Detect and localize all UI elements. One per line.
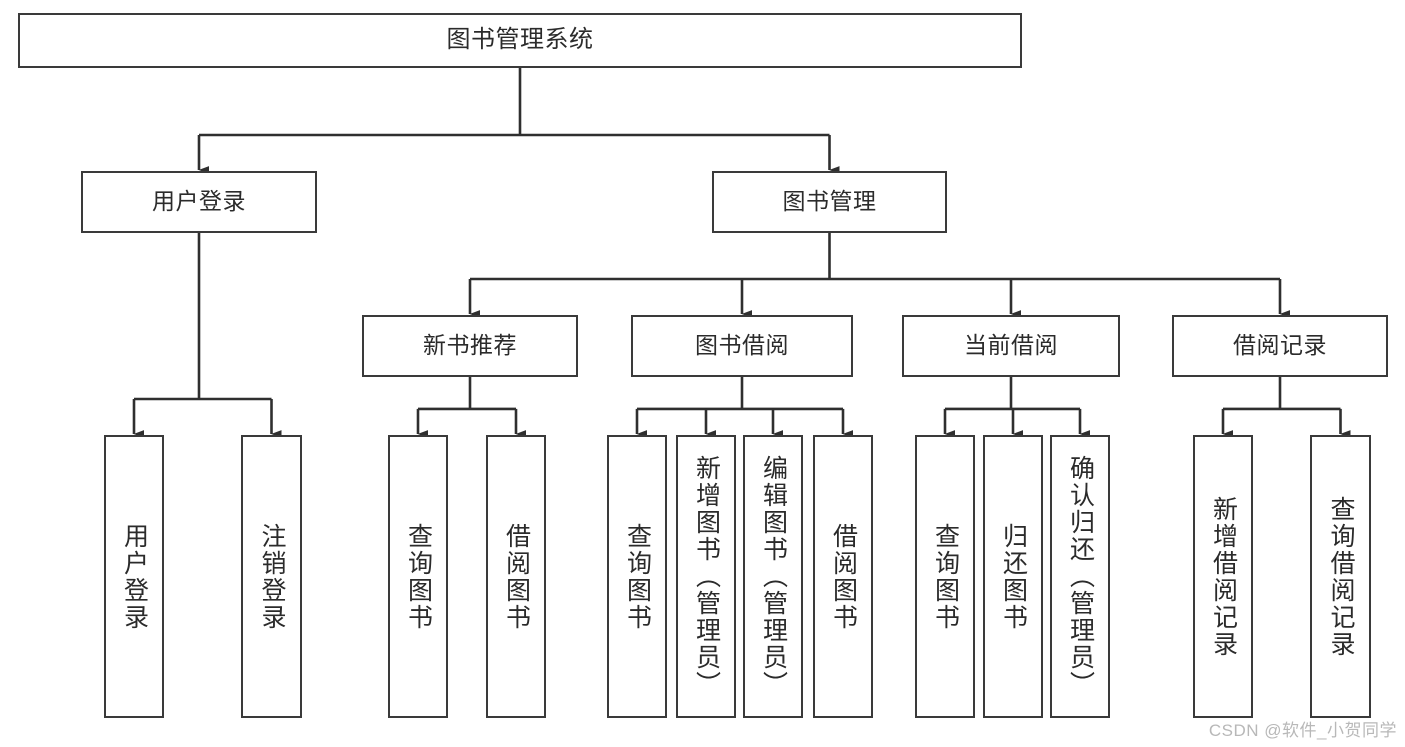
watermark-text: CSDN @软件_小贺同学 [1208,721,1397,740]
node-label: 借阅图书 [502,522,531,631]
node-label: 新增借阅记录 [1209,495,1238,658]
leaf-node-leaf-edit-book[interactable]: 编辑图书（管理员） [743,435,803,718]
node-label: 新增图书（管理员） [692,455,721,698]
node-label: 用户登录 [120,522,149,631]
node-label: 新书推荐 [423,332,517,359]
node-label: 图书管理系统 [446,26,594,54]
node-label: 借阅图书 [829,522,858,631]
leaf-node-leaf-borrow-book-2[interactable]: 借阅图书 [813,435,873,718]
node-label: 用户登录 [152,188,246,215]
leaf-node-leaf-confirm-return[interactable]: 确认归还（管理员） [1050,435,1110,718]
branch-node-current-borrow[interactable]: 当前借阅 [902,315,1120,377]
node-label: 查询图书 [404,522,433,631]
node-label: 查询图书 [623,522,652,631]
node-label: 借阅记录 [1233,332,1327,359]
leaf-node-leaf-add-record[interactable]: 新增借阅记录 [1193,435,1253,718]
leaf-node-leaf-borrow-book-1[interactable]: 借阅图书 [486,435,546,718]
leaf-node-leaf-query-book-1[interactable]: 查询图书 [388,435,448,718]
node-label: 图书管理 [782,188,877,215]
leaf-node-leaf-query-book-2[interactable]: 查询图书 [607,435,667,718]
node-label: 当前借阅 [964,332,1058,359]
leaf-node-leaf-add-book[interactable]: 新增图书（管理员） [676,435,736,718]
node-label: 编辑图书（管理员） [759,455,788,698]
leaf-node-leaf-user-login[interactable]: 用户登录 [104,435,164,718]
leaf-node-leaf-logout[interactable]: 注销登录 [241,435,302,718]
leaf-node-leaf-query-book-3[interactable]: 查询图书 [915,435,975,718]
branch-node-borrow-record[interactable]: 借阅记录 [1172,315,1388,377]
node-label: 图书借阅 [695,332,789,359]
node-label: 确认归还（管理员） [1066,455,1095,698]
node-label: 注销登录 [258,522,286,631]
leaf-node-leaf-query-record[interactable]: 查询借阅记录 [1310,435,1371,718]
branch-node-book-manage[interactable]: 图书管理 [712,171,947,233]
leaf-node-leaf-return-book[interactable]: 归还图书 [983,435,1043,718]
branch-node-new-book-recommend[interactable]: 新书推荐 [362,315,578,377]
node-label: 归还图书 [999,522,1028,631]
root-node-root[interactable]: 图书管理系统 [18,13,1022,68]
node-label: 查询图书 [931,522,960,631]
node-label: 查询借阅记录 [1327,495,1355,658]
branch-node-user-login[interactable]: 用户登录 [81,171,317,233]
branch-node-book-borrow[interactable]: 图书借阅 [631,315,853,377]
